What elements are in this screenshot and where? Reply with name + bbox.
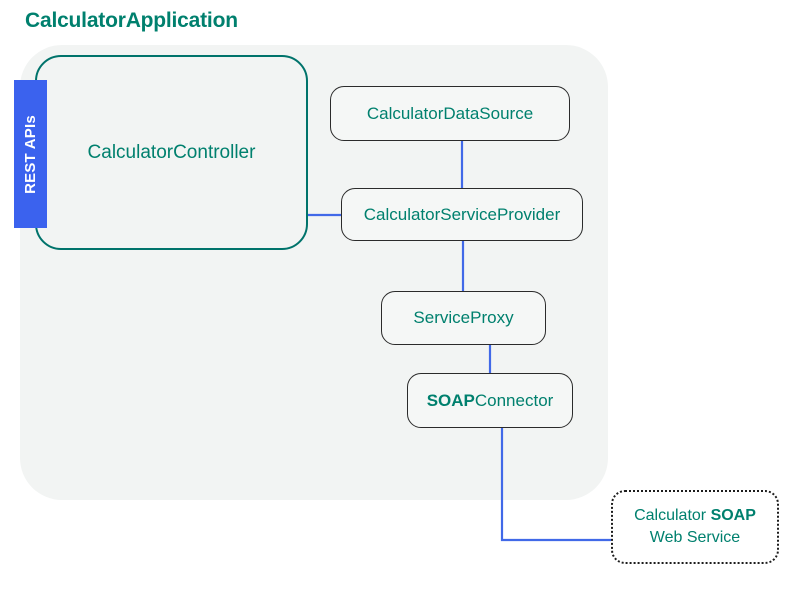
node-calculator-service-provider[interactable]: CalculatorServiceProvider [341,188,583,241]
node-calculator-soap-web-service[interactable]: Calculator SOAP Web Service [611,490,779,564]
webservice-line1-prefix: Calculator [634,507,711,525]
node-calculator-controller[interactable]: CalculatorController [35,55,308,250]
node-calculator-soap-web-service-label: Calculator SOAP Web Service [634,505,756,548]
node-calculator-data-source-label: CalculatorDataSource [366,103,534,123]
rest-apis-badge-label: REST APIs [22,114,40,194]
node-soap-connector[interactable]: SOAPConnector [407,373,573,428]
node-calculator-controller-label: CalculatorController [87,141,256,163]
node-service-proxy-label: ServiceProxy [413,308,514,328]
rest-apis-badge[interactable]: REST APIs [14,80,47,228]
node-calculator-data-source[interactable]: CalculatorDataSource [330,86,570,141]
webservice-line1-bold: SOAP [710,507,756,525]
node-calculator-service-provider-label: CalculatorServiceProvider [363,204,561,224]
node-soap-connector-label-rest: Connector [474,390,554,410]
page-title: CalculatorApplication [25,9,238,32]
node-soap-connector-label-bold: SOAP [426,390,475,410]
webservice-line2: Web Service [649,529,741,546]
node-soap-connector-label: SOAPConnector [427,390,554,411]
node-service-proxy[interactable]: ServiceProxy [381,291,546,345]
